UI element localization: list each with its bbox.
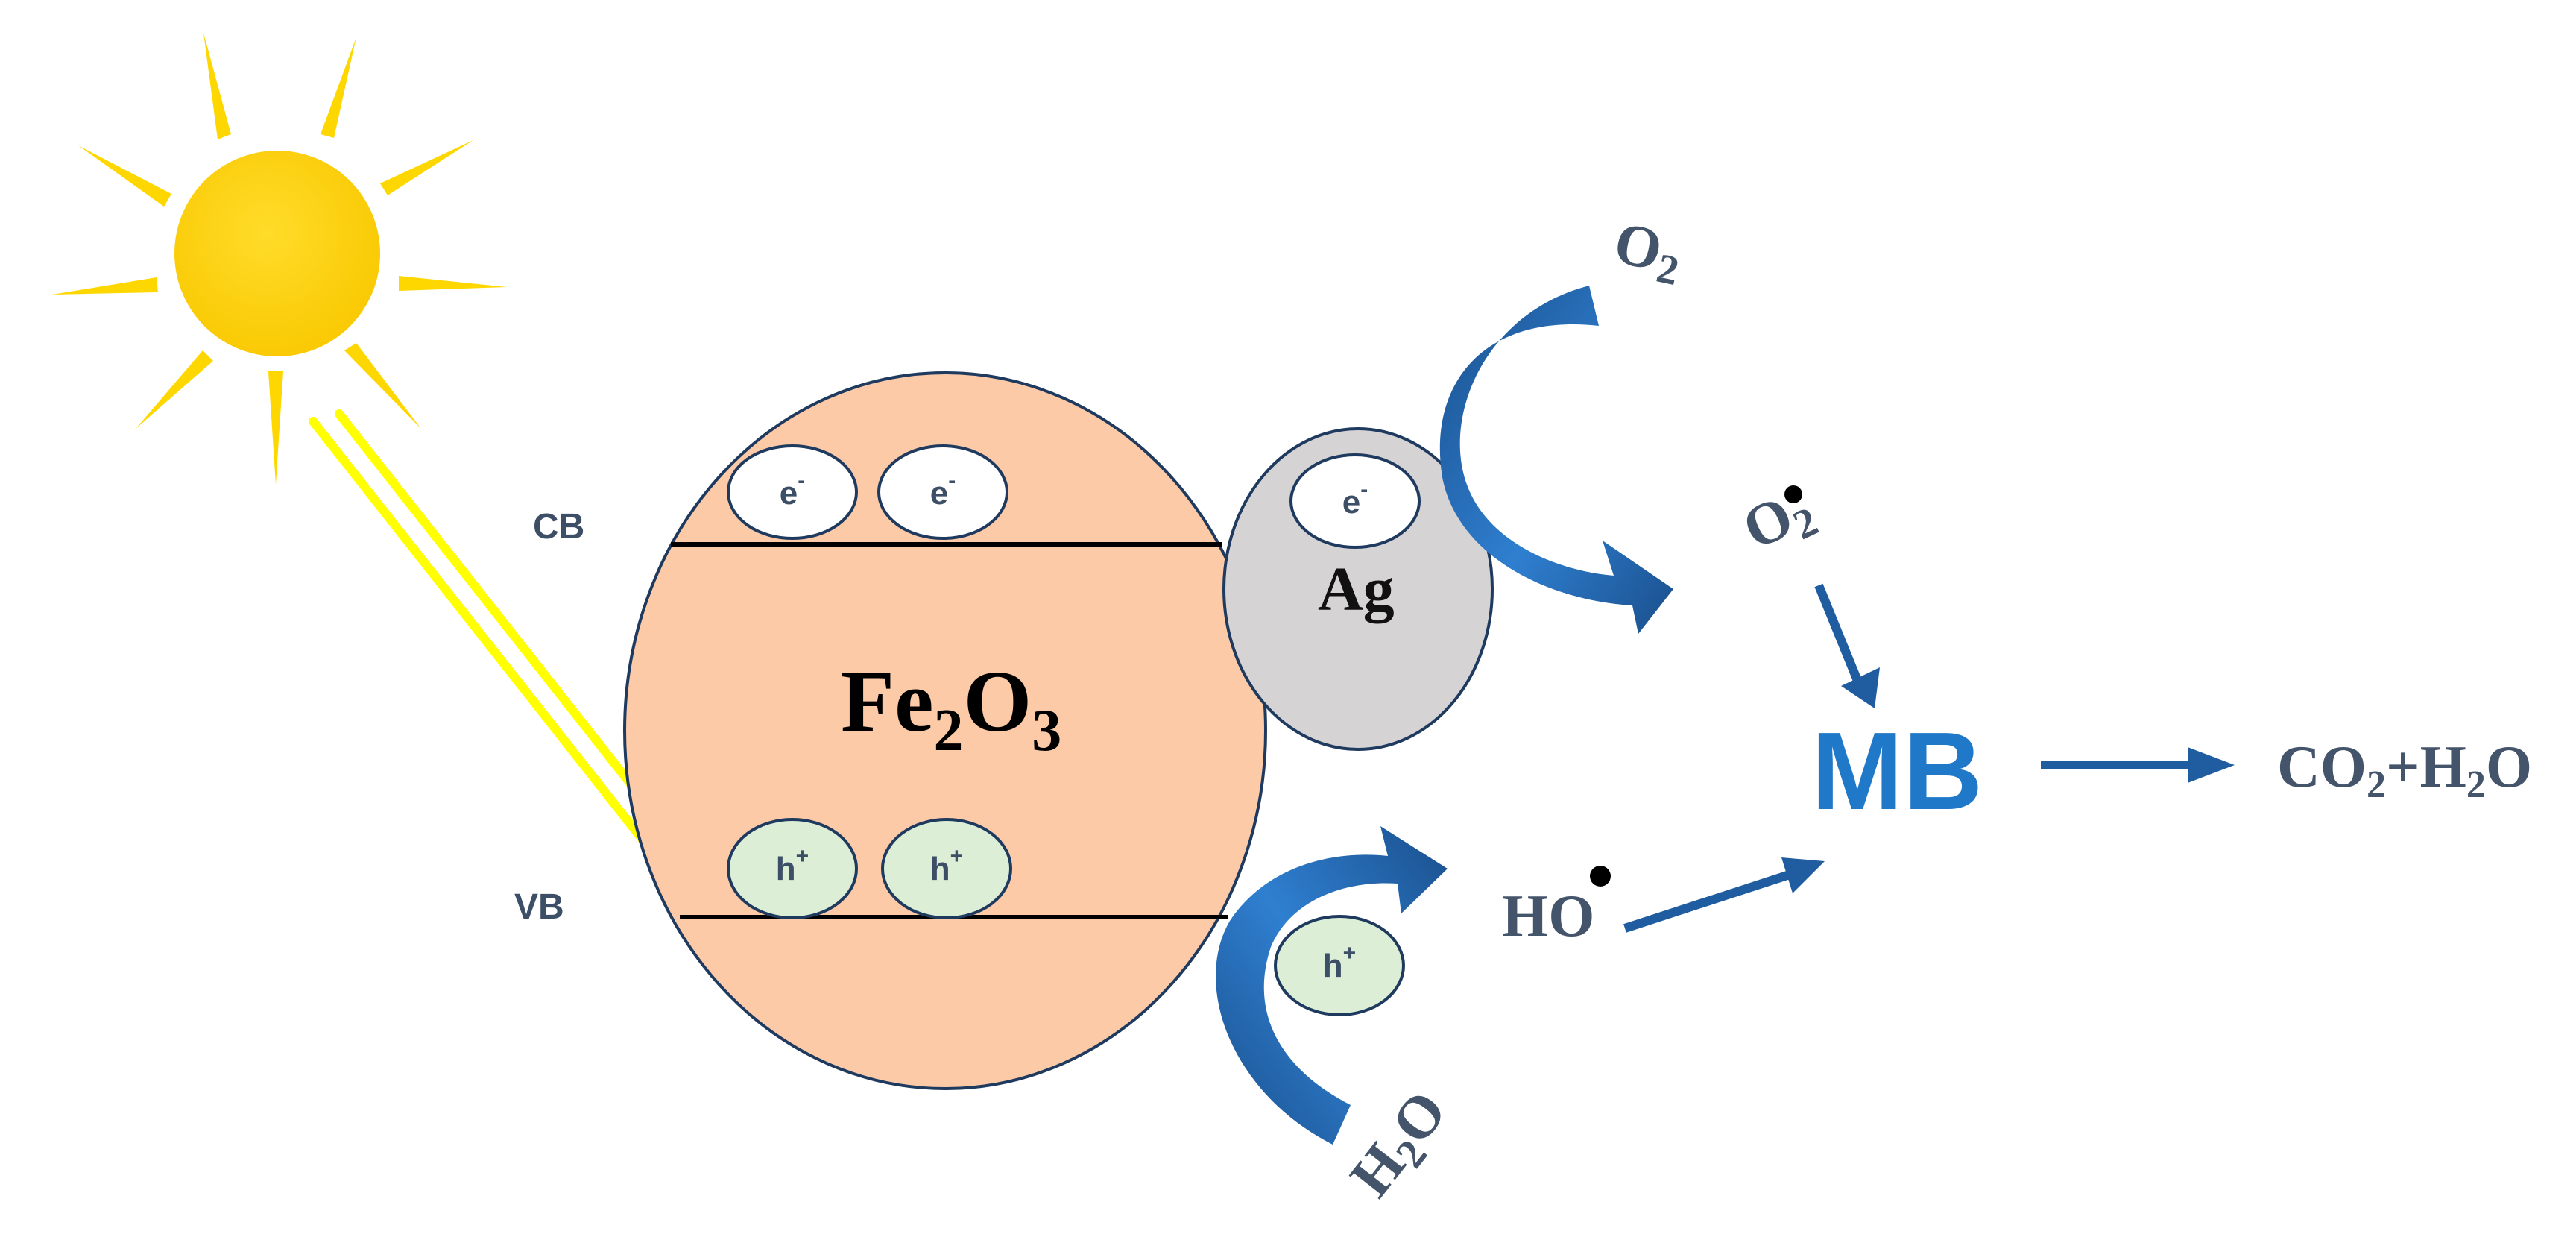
svg-text:h+: h+ [776,844,809,887]
electron-2: e- [877,444,1008,540]
sun-rays [52,33,507,485]
svg-text:HO: HO [1502,884,1594,949]
hole-3: h+ [1274,915,1405,1016]
svg-text:e-: e- [780,468,805,512]
hole-1: h+ [727,818,858,919]
oxygen-label: O2 [1607,210,1688,295]
electron-1: e- [727,444,858,540]
cb-label: CB [533,507,584,547]
svg-text:e-: e- [1342,477,1368,520]
products-label: CO2+H2O [2277,734,2532,806]
svg-text:h+: h+ [1323,941,1356,984]
oxygen-reduction-curved-arrow [1439,286,1673,634]
hydroxyl-to-mb-arrow [1623,857,1825,933]
superoxide-radical: O2 [1733,474,1825,568]
ag-label: Ag [1318,555,1395,624]
svg-text:e-: e- [930,468,956,512]
sun-disc [174,151,380,356]
water-oxidation-curved-arrow [1216,826,1448,1145]
hydroxyl-radical: HO [1502,866,1611,949]
radical-dot [1784,485,1802,503]
fe2o3-label: Fe2O3 [841,652,1061,764]
vb-label: VB [514,887,564,927]
superoxide-to-mb-arrow [1814,583,1880,708]
radical-dot [1590,866,1611,887]
water-label: H2O [1338,1079,1465,1213]
svg-text:O2: O2 [1733,474,1825,568]
mb-label: MB [1811,710,1983,833]
electron-3: e- [1289,453,1421,549]
sun-icon [52,33,507,485]
hole-2: h+ [881,818,1012,919]
svg-text:h+: h+ [930,844,963,887]
mb-to-products-arrow [2041,747,2235,783]
